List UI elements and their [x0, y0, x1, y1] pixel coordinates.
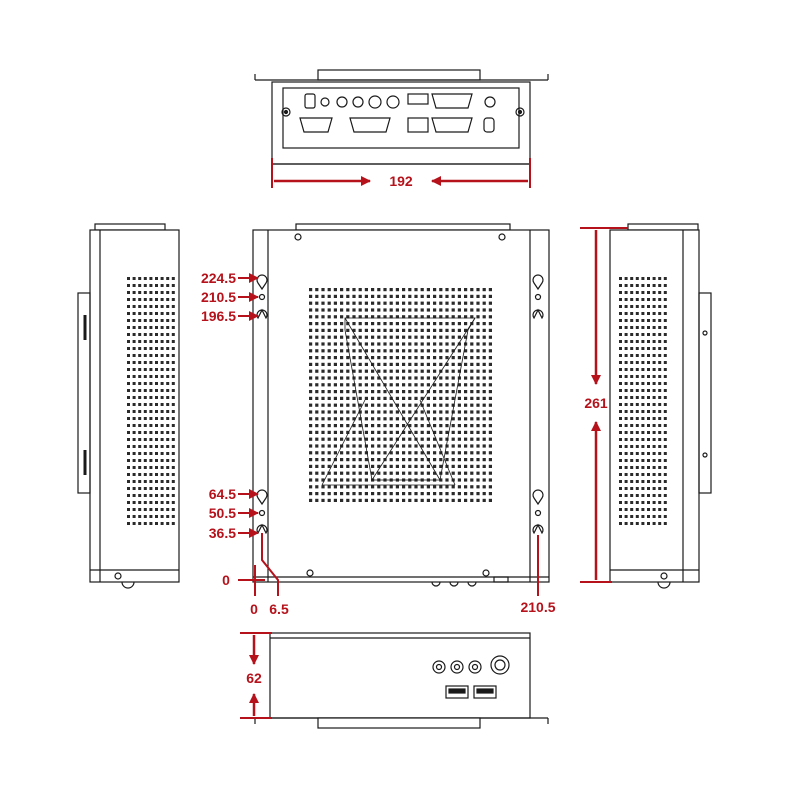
keyhole-slot-icon — [532, 274, 544, 291]
audio-jack-icon — [468, 660, 482, 674]
serial-port-icon — [431, 117, 473, 133]
serial-port-icon — [349, 117, 391, 133]
vent-pattern-icon — [619, 277, 667, 525]
audio-jack-icon — [450, 660, 464, 674]
depth-dimension — [240, 632, 272, 719]
usb-port-icon — [407, 117, 429, 133]
mounting-hole-icon — [482, 569, 490, 577]
usb-port-icon — [407, 93, 429, 105]
mounting-hole-icon — [534, 509, 542, 517]
dim-offset-x: 6.5 — [269, 601, 289, 617]
dim-hole-1: 224.5 — [201, 270, 236, 286]
audio-jack-icon — [432, 660, 446, 674]
keyhole-slot-icon — [532, 523, 544, 535]
keyhole-slot-icon — [532, 308, 544, 320]
dim-hole-2: 210.5 — [201, 289, 236, 305]
mounting-hole-icon — [258, 509, 266, 517]
usb-port-icon — [473, 685, 497, 699]
dim-hole-6: 36.5 — [209, 525, 236, 541]
keyhole-slot-icon — [532, 489, 544, 506]
internal-bracket — [321, 317, 476, 486]
power-button-icon — [490, 655, 510, 675]
dim-bottom-depth: 62 — [246, 670, 262, 686]
audio-jack-icon — [320, 97, 330, 107]
mounting-hole-icon — [294, 233, 302, 241]
serial-port-icon — [431, 93, 473, 109]
front-view — [252, 223, 550, 587]
mounting-hole-icon — [258, 293, 266, 301]
mounting-hole-icon — [281, 107, 291, 117]
vent-pattern-icon — [309, 288, 492, 502]
vent-pattern-icon — [127, 277, 175, 525]
dim-hole-3: 196.5 — [201, 308, 236, 324]
top-view-io-panel — [254, 69, 549, 165]
audio-jack-icon — [386, 95, 400, 109]
bottom-view-front-panel — [254, 632, 549, 729]
top-width-dimension: 192 — [271, 158, 531, 189]
mounting-hole-icon — [515, 107, 525, 117]
left-hole-dimensions — [238, 273, 279, 596]
dim-hole-5: 50.5 — [209, 505, 236, 521]
mounting-hole-icon — [306, 569, 314, 577]
audio-jack-icon — [336, 96, 348, 108]
dim-origin-y: 0 — [222, 572, 230, 588]
dim-origin-x: 0 — [250, 601, 258, 617]
dim-top-width: 192 — [389, 173, 413, 189]
serial-port-icon — [299, 117, 333, 133]
height-dimension — [580, 227, 628, 583]
audio-jack-icon — [352, 96, 364, 108]
dim-right-holes-x: 210.5 — [520, 599, 555, 615]
audio-jack-icon — [368, 95, 382, 109]
mounting-hole-icon — [498, 233, 506, 241]
usb-port-icon — [445, 685, 469, 699]
dim-front-height: 261 — [584, 395, 608, 411]
dim-hole-4: 64.5 — [209, 486, 236, 502]
mounting-hole-icon — [534, 293, 542, 301]
